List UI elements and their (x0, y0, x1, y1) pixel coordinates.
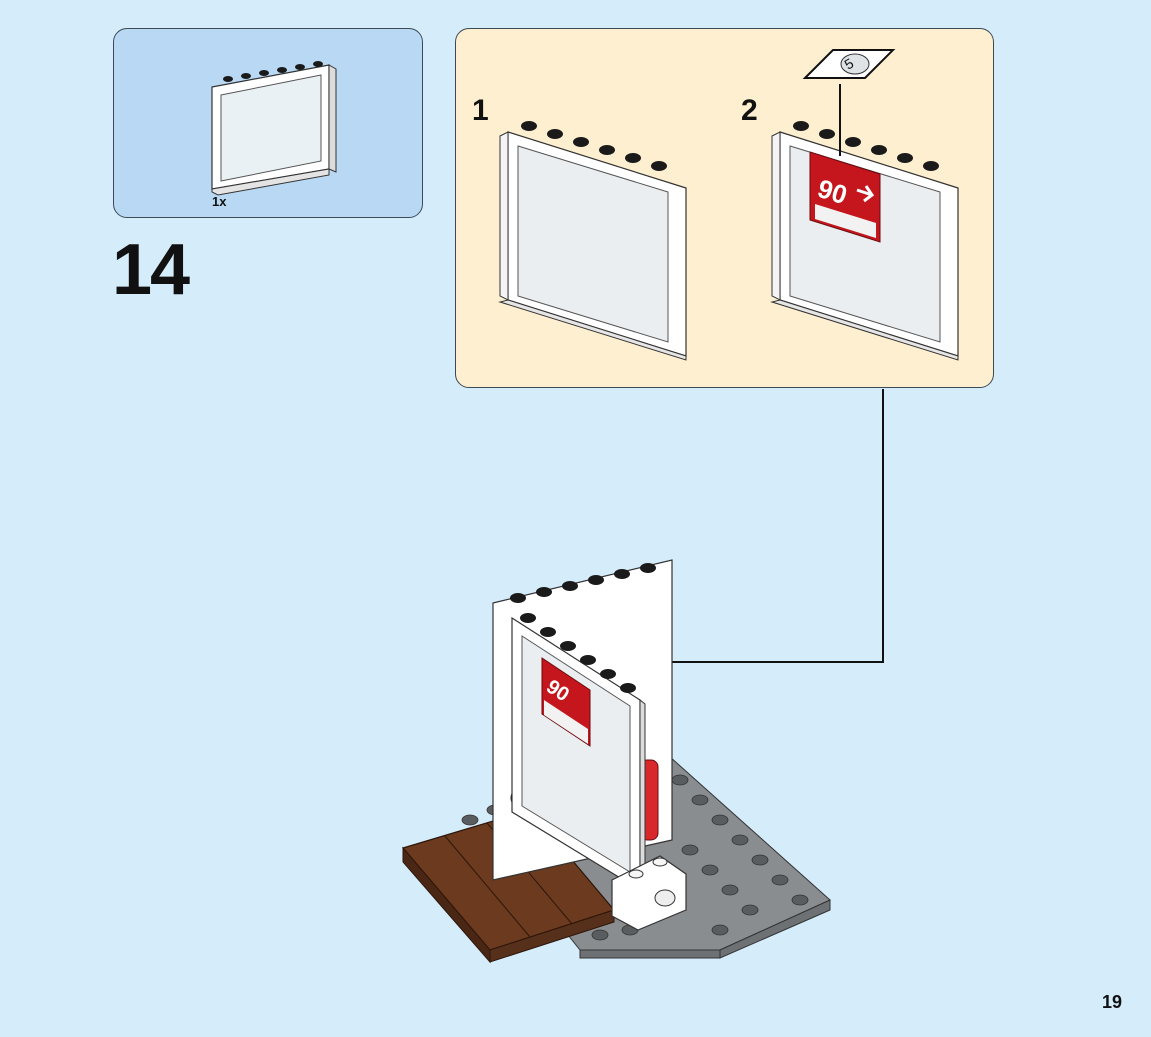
parts-quantity: 1x (212, 194, 227, 209)
sub-step-2-panel: 90 5 (770, 49, 959, 361)
white-panel-piece-icon (211, 61, 337, 196)
step-number: 14 (112, 230, 190, 310)
connector-line (612, 389, 884, 663)
sub-step-2-label: 2 (741, 94, 758, 127)
arrow-right-icon (856, 185, 875, 203)
parts-callout: 1x (113, 28, 423, 218)
main-model-illustration: 90 (401, 559, 831, 964)
page-number: 19 (1102, 992, 1123, 1012)
sub-step-1-panel (498, 121, 687, 361)
sub-step-1-label: 1 (472, 94, 489, 127)
